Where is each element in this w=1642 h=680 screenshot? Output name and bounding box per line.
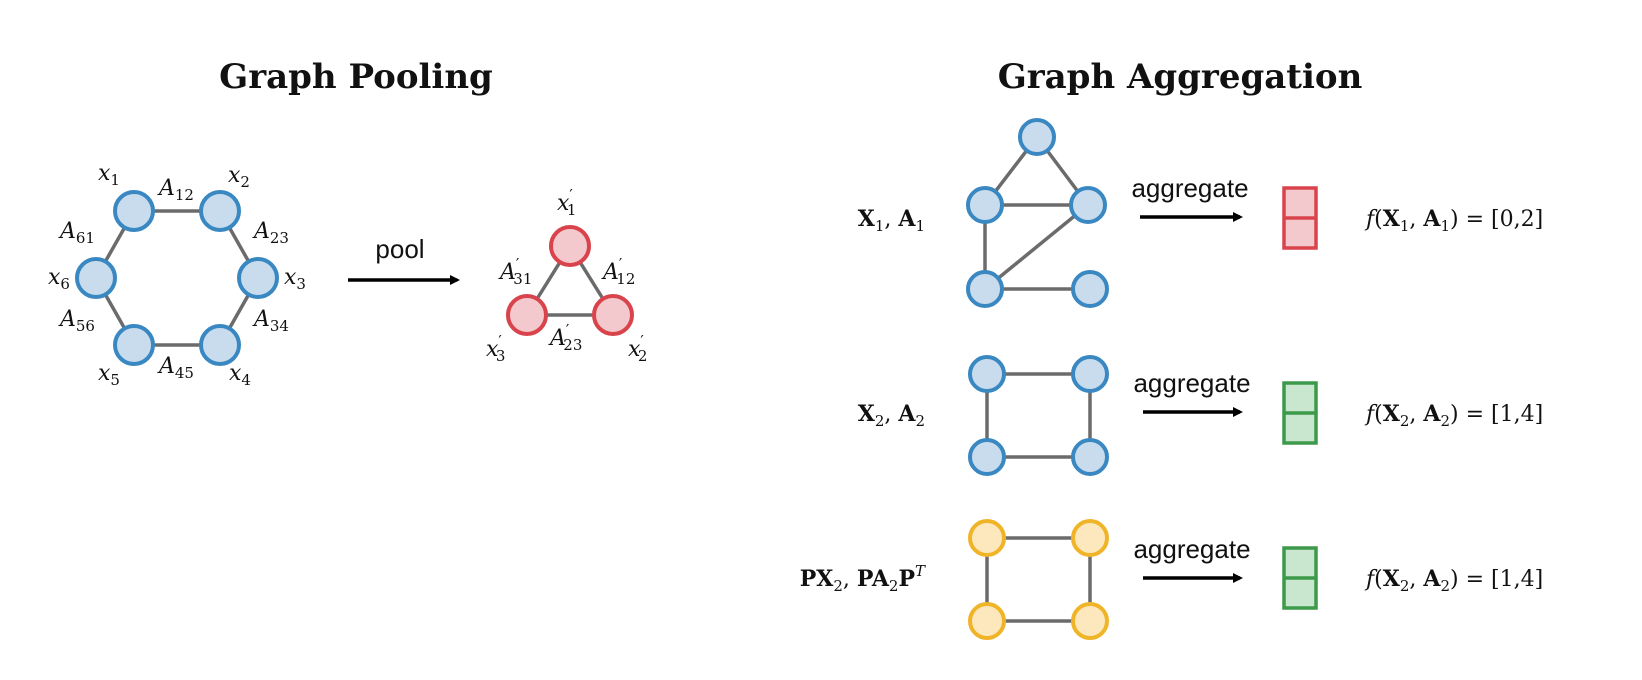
row1-graph [966,118,1109,308]
node-label-x1: x1 [98,161,120,189]
row3-output-vector [1282,546,1318,610]
pooled-label-x3: x′3 [486,332,505,365]
edge-label-a56: A56 [58,307,95,335]
row2-graph [968,355,1109,476]
row3-result: f(X2, A2) = [1,4] [1364,566,1543,595]
row2-node [968,438,1006,476]
row3-graph [968,519,1109,640]
row3-node [968,602,1006,640]
edge-label-a12: A12 [157,176,194,204]
row2-node [968,355,1006,393]
pooled-label-a23: A′23 [548,321,582,354]
edge-label-a23: A23 [252,219,289,247]
row2-node [1071,355,1109,393]
node-label-x6: x6 [48,265,70,293]
node-x6 [75,257,117,299]
edge-label-a45: A45 [157,354,194,382]
row1-aggregate-label: aggregate [1131,173,1248,203]
node-label-x3: x3 [284,265,306,293]
row2-output-vector [1282,381,1318,445]
output-graph-nodes [506,225,634,336]
row1-node [1018,118,1056,156]
pooled-label-x2: x′2 [628,332,647,365]
row2-aggregate-label: aggregate [1133,368,1250,398]
node-x1 [113,190,155,232]
row3-node [1071,602,1109,640]
pool-label: pool [375,234,424,264]
pooled-node-x2 [592,294,634,336]
row3-node [968,519,1006,557]
row3-aggregate-label: aggregate [1133,534,1250,564]
pooled-label-a31: A′31 [498,255,532,288]
input-edge-labels: A12 A23 A34 A45 A56 A61 [58,176,289,382]
aggregation-row-3: PX2, PA2PT aggregate f(X2, A2) = [1,4] [800,519,1543,640]
pooled-label-x1: x′1 [557,186,576,219]
node-label-x2: x2 [228,163,250,191]
row1-edge [983,203,1090,291]
row2-input-label: X2, A2 [858,401,925,430]
node-label-x4: x4 [229,361,251,389]
node-x3 [237,257,279,299]
row3-node [1071,519,1109,557]
row1-result: f(X1, A1) = [0,2] [1364,206,1543,235]
aggregation-title: Graph Aggregation [998,57,1363,97]
row2-node [1071,438,1109,476]
row1-node [1069,186,1107,224]
pooled-node-x3 [506,294,548,336]
node-label-x5: x5 [98,361,120,389]
aggregation-row-2: X2, A2 aggregate f(X2, A2) = [1,4] [858,355,1543,476]
row1-node [1071,270,1109,308]
row1-node [966,270,1004,308]
input-graph-edges [94,209,260,347]
row2-result: f(X2, A2) = [1,4] [1364,401,1543,430]
node-x2 [199,190,241,232]
input-graph-nodes [75,190,279,366]
row1-input-label: X1, A1 [858,206,925,235]
edge-label-a61: A61 [58,219,95,247]
output-labels: x′1 x′2 x′3 A′12 A′23 A′31 [486,186,647,365]
row1-output-vector [1282,186,1318,250]
pooled-label-a12: A′12 [601,255,635,288]
node-x4 [199,324,241,366]
node-x5 [113,324,155,366]
aggregation-row-1: X1, A1 aggregate f(X1, A1) = [0,2] [858,118,1543,308]
pooling-title: Graph Pooling [219,57,493,97]
input-node-labels: x1 x2 x3 x4 x5 x6 [48,161,306,389]
pooled-node-x1 [549,225,591,267]
row1-node [966,186,1004,224]
edge-label-a34: A34 [252,307,289,335]
row3-input-label: PX2, PA2PT [800,562,926,595]
